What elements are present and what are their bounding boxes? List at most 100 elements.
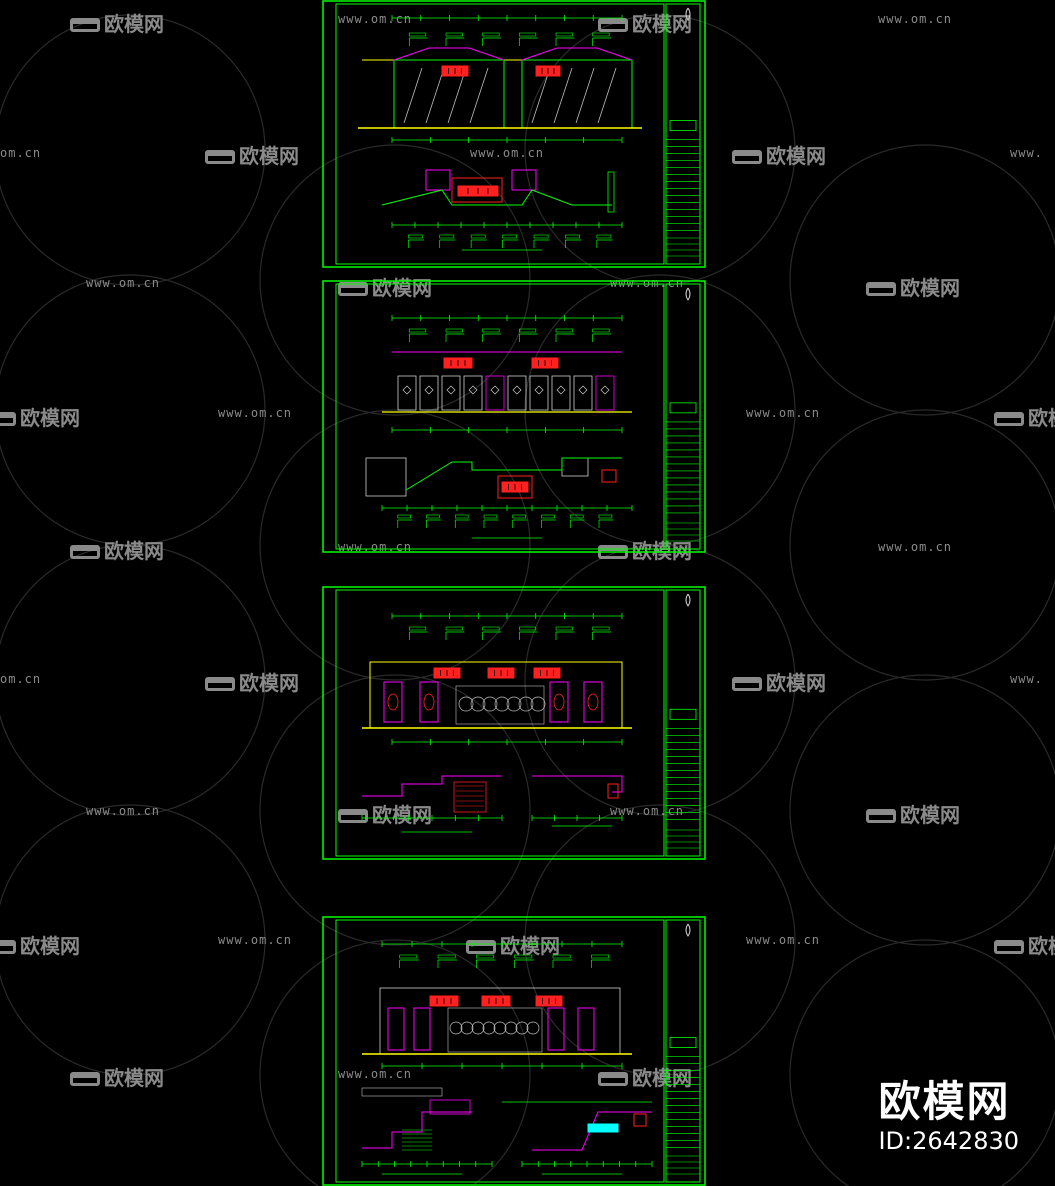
door-leaf — [463, 375, 483, 411]
door-ornament — [578, 385, 588, 395]
drawing-sheet-3 — [322, 586, 706, 860]
stone-hatch — [361, 1087, 443, 1097]
title-block — [665, 283, 701, 550]
relief-ornament — [515, 1021, 529, 1035]
relief-ornament — [493, 1021, 507, 1035]
relief-ornament — [518, 696, 534, 712]
section-profile-right — [532, 775, 623, 793]
glass-hatch — [469, 67, 489, 124]
door-leaf — [397, 375, 417, 411]
annotation-text — [482, 328, 500, 333]
door-ornament — [512, 385, 522, 395]
panel-medallion — [553, 693, 565, 711]
section-box — [511, 169, 537, 191]
sheet-outer-border — [322, 586, 706, 860]
door-ornament — [446, 385, 456, 395]
annotation-text — [454, 514, 469, 519]
brand-logo-text: 欧模网 — [878, 1077, 1011, 1126]
relief-ornament — [504, 1021, 518, 1035]
relief-ornament — [458, 696, 474, 712]
section-box — [425, 169, 451, 191]
logo-mark — [685, 593, 691, 607]
relief-ornament — [482, 696, 498, 712]
watermark-arc — [789, 674, 1055, 946]
annotation-text — [426, 514, 440, 519]
annotation-text — [397, 514, 411, 519]
stone-hatch — [365, 457, 407, 497]
sheet-inner-border — [335, 283, 665, 550]
glass-hatch — [447, 67, 467, 124]
panel-medallion — [387, 693, 399, 711]
section-profile — [381, 189, 612, 206]
section-profile — [362, 775, 502, 797]
annotation-text — [592, 32, 610, 37]
relief-ornament — [494, 696, 510, 712]
door-ornament — [490, 385, 500, 395]
annotation-text — [407, 234, 423, 239]
door-ornament — [556, 385, 566, 395]
annotation-text — [598, 514, 613, 519]
annotation-text — [476, 954, 494, 959]
carved-relief — [455, 685, 545, 725]
pilaster-panel — [419, 681, 439, 723]
title-block — [665, 3, 701, 265]
section-red-frame — [497, 475, 533, 499]
title-block-cell — [669, 120, 697, 131]
wall-section — [607, 171, 615, 213]
door-leaf — [595, 375, 615, 411]
sheet-inner-border — [335, 3, 665, 265]
sheet-outer-border — [322, 280, 706, 553]
drawing-sheet-2 — [322, 280, 706, 553]
annotation-text — [482, 626, 500, 631]
watermark-arc — [259, 939, 531, 1186]
annotation-text — [409, 328, 427, 333]
door-ornament — [468, 385, 478, 395]
door-ornament — [600, 385, 610, 395]
drawing-sheet-4 — [322, 916, 706, 1186]
pilaster-panel — [547, 1007, 565, 1051]
annotation-text — [519, 32, 537, 37]
annotation-text — [483, 514, 498, 519]
pilaster-panel — [387, 1007, 405, 1051]
relief-ornament — [526, 1021, 540, 1035]
watermark-arc — [524, 14, 796, 286]
logo-mark — [685, 923, 691, 937]
door-leaf — [551, 375, 571, 411]
sheet-inner-border — [335, 589, 665, 857]
cyan-tag — [587, 1123, 619, 1133]
annotation-text — [409, 32, 427, 37]
door-ornament — [402, 385, 412, 395]
annotation-text — [555, 32, 573, 37]
relief-ornament — [470, 696, 486, 712]
annotation-text — [569, 514, 584, 519]
title-block — [665, 589, 701, 857]
relief-ornament — [482, 1021, 496, 1035]
pilaster-panel — [583, 681, 603, 723]
annotation-text — [596, 234, 612, 239]
annotation-text — [555, 626, 573, 631]
annotation-text — [541, 514, 555, 519]
annotation-text — [519, 328, 537, 333]
annotation-text — [439, 234, 455, 239]
section-box — [429, 1099, 471, 1115]
glass-hatch — [597, 67, 617, 124]
section-red-box — [601, 469, 617, 483]
door-leaf — [573, 375, 593, 411]
annotation-text — [514, 954, 533, 959]
pilaster-panel — [383, 681, 403, 723]
watermark-arc — [789, 409, 1055, 681]
panel-medallion — [587, 693, 599, 711]
door-leaf — [419, 375, 439, 411]
logo-mark — [685, 7, 691, 21]
brand-badge: 欧模网 ID:2642830 — [878, 1078, 1019, 1156]
annotation-text — [512, 514, 526, 519]
relief-ornament — [471, 1021, 485, 1035]
model-id-label: ID:2642830 — [878, 1127, 1019, 1155]
relief-ornament — [449, 1021, 463, 1035]
watermark-arc — [259, 144, 531, 416]
annotation-text — [470, 234, 486, 239]
title-block-cell — [669, 708, 697, 720]
section-red-box — [633, 1113, 647, 1127]
